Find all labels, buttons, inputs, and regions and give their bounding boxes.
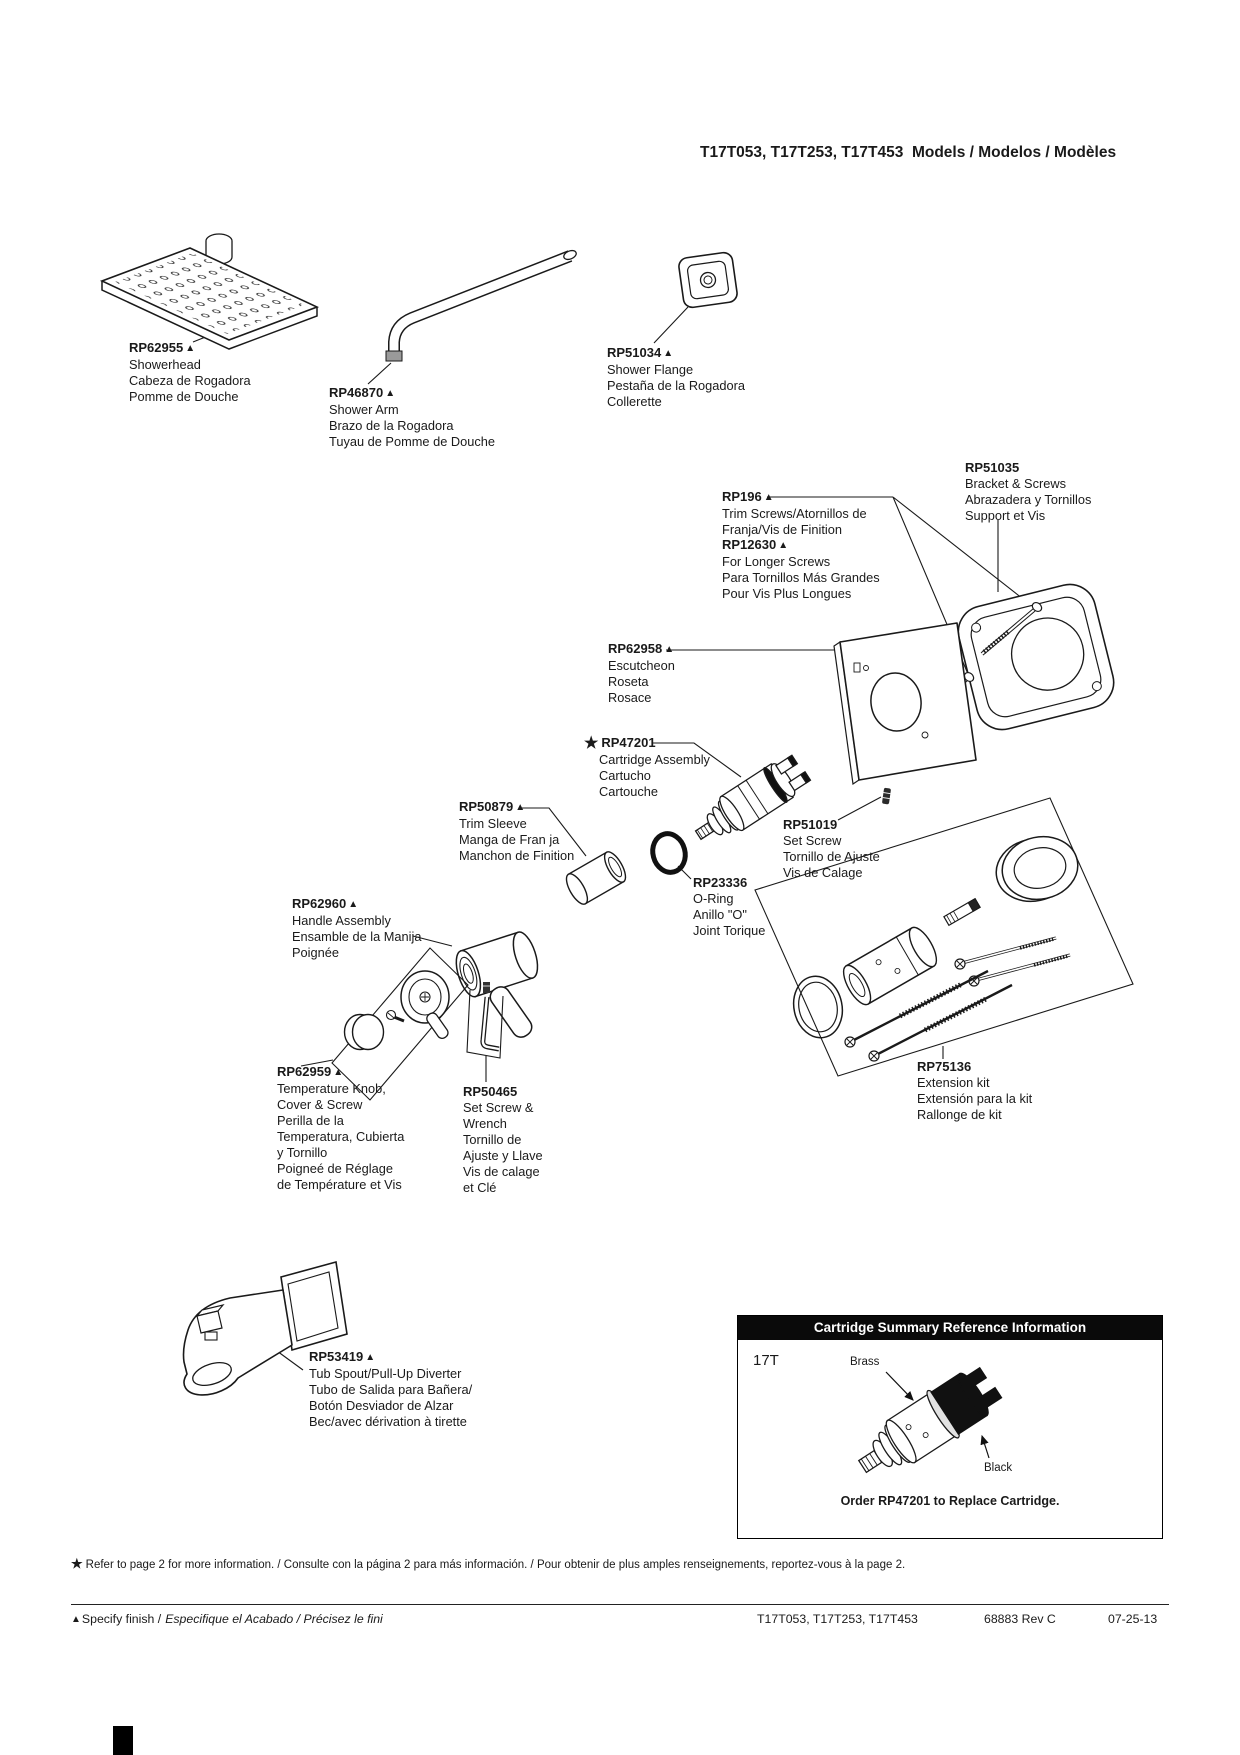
- part-label-rp51034: RP51034▲ Shower Flange Pestaña de la Rog…: [607, 345, 745, 410]
- part-number: RP62959▲: [277, 1064, 344, 1079]
- finish-triangle-icon: ▲: [333, 1067, 344, 1078]
- showerhead-drawing: [99, 233, 320, 350]
- footnote-text: Refer to page 2 for more information. / …: [85, 1559, 906, 1571]
- part-desc: O-Ring Anillo "O" Joint Torique: [693, 891, 766, 938]
- finish-triangle-icon: ▲: [515, 802, 526, 813]
- part-number: RP51034▲: [607, 345, 674, 360]
- shower-arm-drawing: [385, 249, 577, 362]
- specify-finish-en: Specify finish /: [81, 1612, 162, 1626]
- cartridge-summary-header: Cartridge Summary Reference Information: [738, 1316, 1162, 1340]
- trim-screws-drawing: [912, 601, 1043, 726]
- part-label-rp62960: RP62960▲ Handle Assembly Ensamble de la …: [292, 896, 421, 961]
- part-label-rp53419: RP53419▲ Tub Spout/Pull-Up Diverter Tubo…: [309, 1349, 472, 1430]
- asterisk-star-icon: ★: [584, 735, 599, 752]
- part-desc: Temperature Knob, Cover & Screw Perilla …: [277, 1081, 405, 1192]
- finish-triangle-icon: ▲: [778, 540, 789, 551]
- finish-triangle-icon: ▲: [348, 899, 359, 910]
- part-number: RP50879▲: [459, 799, 526, 814]
- part-desc: Trim Sleeve Manga de Fran ja Manchon de …: [459, 816, 575, 863]
- part-label-rp47201: ★RP47201 Cartridge Assembly Cartucho Car…: [584, 735, 710, 800]
- part-desc: Handle Assembly Ensamble de la Manija Po…: [292, 913, 422, 960]
- leader-lines: [192, 306, 1033, 1371]
- part-desc: Showerhead Cabeza de Rogadora Pomme de D…: [129, 357, 251, 404]
- part-label-rp12630: RP12630▲ For Longer Screws Para Tornillo…: [722, 537, 880, 602]
- part-number: RP51035: [965, 460, 1020, 475]
- cartridge-summary-box: Cartridge Summary Reference Information …: [737, 1315, 1163, 1539]
- part-desc: Trim Screws/Atornillos de Franja/Vis de …: [722, 506, 867, 537]
- finish-triangle-icon: ▲: [71, 1614, 81, 1625]
- part-number: RP50465: [463, 1084, 518, 1099]
- part-desc: Shower Arm Brazo de la Rogadora Tuyau de…: [329, 402, 495, 449]
- part-number: ★RP47201: [584, 735, 656, 752]
- part-number: RP62960▲: [292, 896, 359, 911]
- part-label-rp46870: RP46870▲ Shower Arm Brazo de la Rogadora…: [329, 385, 495, 450]
- brass-label: Brass: [850, 1356, 880, 1368]
- part-number: RP62955▲: [129, 340, 196, 355]
- part-label-rp62955: RP62955▲ Showerhead Cabeza de Rogadora P…: [129, 340, 251, 405]
- part-number: RP62958▲: [608, 641, 675, 656]
- part-desc: Extension kit Extensión para la kit Rall…: [917, 1075, 1033, 1122]
- asterisk-star-icon: ★: [71, 1556, 83, 1571]
- footer-date: 07-25-13: [1108, 1612, 1158, 1626]
- part-desc: Escutcheon Roseta Rosace: [608, 658, 675, 705]
- wrench-drawing: [466, 982, 504, 1059]
- part-label-rp196: RP196▲ Trim Screws/Atornillos de Franja/…: [722, 489, 867, 538]
- part-label-rp51035: RP51035 Bracket & Screws Abrazadera y To…: [965, 460, 1091, 524]
- o-ring-drawing: [650, 831, 688, 875]
- handle-assembly-drawing: [455, 931, 539, 1038]
- part-label-rp50879: RP50879▲ Trim Sleeve Manga de Fran ja Ma…: [459, 799, 574, 864]
- part-number: RP53419▲: [309, 1349, 376, 1364]
- part-label-rp50465: RP50465 Set Screw & Wrench Tornillo de A…: [463, 1084, 543, 1196]
- finish-triangle-icon: ▲: [763, 492, 774, 503]
- finish-triangle-icon: ▲: [365, 1352, 376, 1363]
- part-label-rp75136: RP75136 Extension kit Extensión para la …: [917, 1059, 1032, 1123]
- footer-models: T17T053, T17T253, T17T453: [757, 1612, 918, 1626]
- finish-triangle-icon: ▲: [385, 388, 396, 399]
- bracket-screws-drawing: [957, 583, 1115, 731]
- shower-flange-drawing: [678, 251, 738, 309]
- part-number: RP51019: [783, 817, 838, 832]
- part-label-rp23336: RP23336 O-Ring Anillo "O" Joint Torique: [693, 875, 765, 939]
- specify-finish-intl: Especifique el Acabado / Précisez le fin…: [165, 1612, 383, 1626]
- part-desc: Tub Spout/Pull-Up Diverter Tubo de Salid…: [309, 1366, 473, 1429]
- part-label-rp51019: RP51019 Set Screw Tornillo de Ajuste Vis…: [783, 817, 880, 881]
- part-number: RP12630▲: [722, 537, 789, 552]
- part-desc: Cartridge Assembly Cartucho Cartouche: [599, 752, 710, 799]
- footer-divider: [71, 1604, 1169, 1605]
- set-screw-drawing: [882, 787, 891, 805]
- page-title: T17T053, T17T253, T17T453 Models / Model…: [700, 144, 1117, 161]
- specify-finish-note: ▲Specify finish /Especifique el Acabado …: [71, 1612, 383, 1626]
- part-number: RP46870▲: [329, 385, 396, 400]
- cartridge-model-code: 17T: [753, 1352, 779, 1369]
- finish-triangle-icon: ▲: [185, 343, 196, 354]
- part-number: RP196▲: [722, 489, 774, 504]
- part-desc: Bracket & Screws Abrazadera y Tornillos …: [965, 476, 1092, 523]
- part-desc: For Longer Screws Para Tornillos Más Gra…: [722, 554, 880, 601]
- escutcheon-drawing: [833, 622, 977, 786]
- part-label-rp62959: RP62959▲ Temperature Knob, Cover & Screw…: [277, 1064, 404, 1193]
- part-number: RP23336: [693, 875, 748, 890]
- part-desc: Set Screw Tornillo de Ajuste Vis de Cala…: [783, 833, 880, 880]
- footnote: ★Refer to page 2 for more information. /…: [71, 1556, 905, 1572]
- order-note: Order RP47201 to Replace Cartridge.: [840, 1494, 1060, 1508]
- black-label: Black: [984, 1462, 1013, 1474]
- finish-triangle-icon: ▲: [663, 348, 674, 359]
- finish-triangle-icon: ▲: [664, 644, 675, 655]
- footer-doc-code: 68883 Rev C: [984, 1612, 1056, 1626]
- print-registration-mark: [113, 1726, 133, 1755]
- part-desc: Shower Flange Pestaña de la Rogadora Col…: [607, 362, 746, 409]
- part-label-rp62958: RP62958▲ Escutcheon Roseta Rosace: [608, 641, 675, 706]
- part-desc: Set Screw & Wrench Tornillo de Ajuste y …: [463, 1100, 543, 1195]
- part-number: RP75136: [917, 1059, 972, 1074]
